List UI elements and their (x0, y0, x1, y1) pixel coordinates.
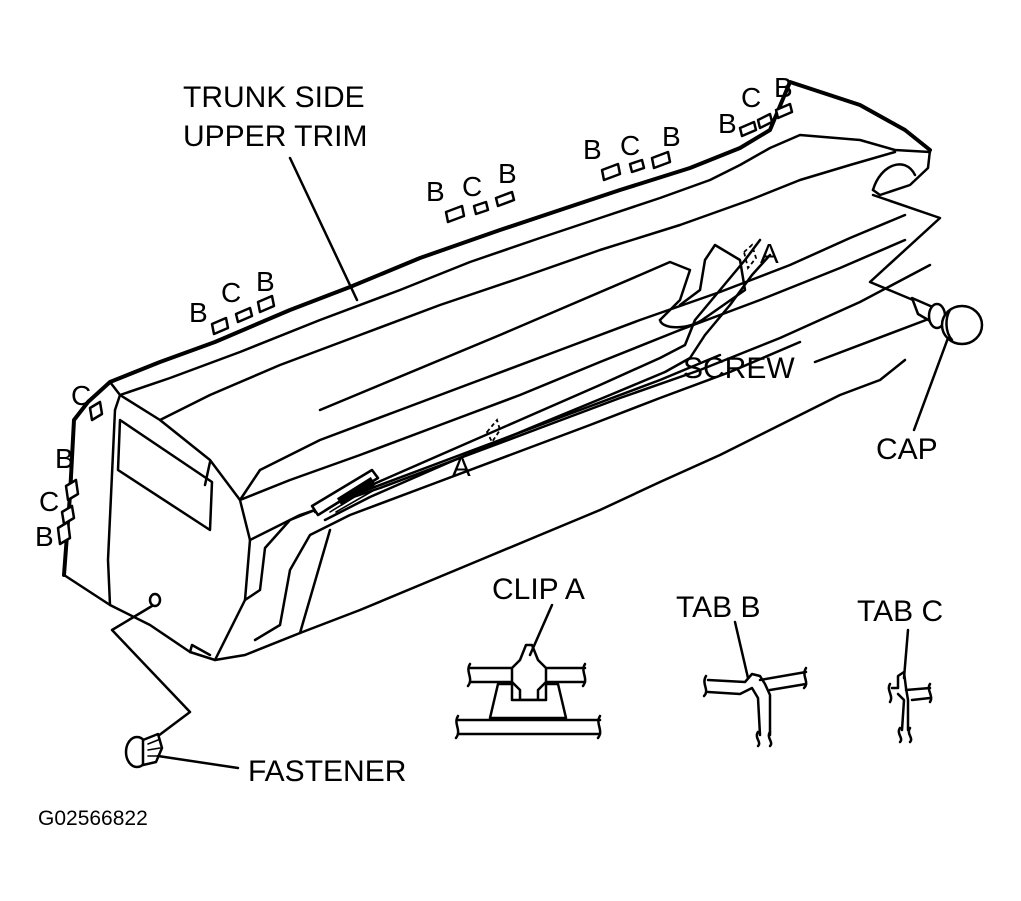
tab-b-detail (702, 620, 808, 748)
callout-b-7: B (718, 108, 737, 139)
callout-b-6: B (662, 121, 681, 152)
callout-b-5: B (583, 134, 602, 165)
tab-b-label: TAB B (676, 591, 760, 624)
callout-b-9: B (55, 443, 74, 474)
vent-grille (310, 468, 380, 517)
cap-label: CAP (876, 433, 938, 466)
screw-leader-line (813, 318, 928, 364)
fastener-part (110, 604, 240, 770)
callout-b-2: B (256, 266, 275, 297)
tab-c-detail (887, 628, 933, 744)
callout-c-2: C (462, 171, 482, 202)
tab-c-label: TAB C (857, 595, 943, 628)
title-line2: UPPER TRIM (183, 120, 367, 153)
cap-part (912, 304, 984, 432)
callout-c-6: C (39, 486, 59, 517)
title-leader-line (288, 156, 359, 302)
callout-b-1: B (189, 297, 208, 328)
callout-c-3: C (620, 130, 640, 161)
screw-part (868, 193, 947, 330)
callout-c-1: C (221, 277, 241, 308)
figure-code: G02566822 (38, 807, 148, 830)
callout-a-1: A (452, 451, 471, 482)
callout-b-3: B (426, 176, 445, 207)
clip-a-label: CLIP A (492, 573, 585, 606)
callout-b-4: B (498, 158, 517, 189)
clip-a-detail (454, 603, 602, 740)
title-line1: TRUNK SIDE (183, 81, 365, 114)
trunk-side-upper-trim-panel (62, 80, 932, 662)
fastener-label: FASTENER (248, 755, 406, 788)
screw-label: SCREW (683, 352, 795, 385)
callout-c-5: C (71, 380, 91, 411)
callout-b-10: B (35, 521, 54, 552)
callout-c-4: C (741, 82, 761, 113)
top-edge-tabs (56, 102, 794, 546)
callout-b-8: B (774, 72, 793, 103)
callout-a-2: A (760, 238, 779, 269)
